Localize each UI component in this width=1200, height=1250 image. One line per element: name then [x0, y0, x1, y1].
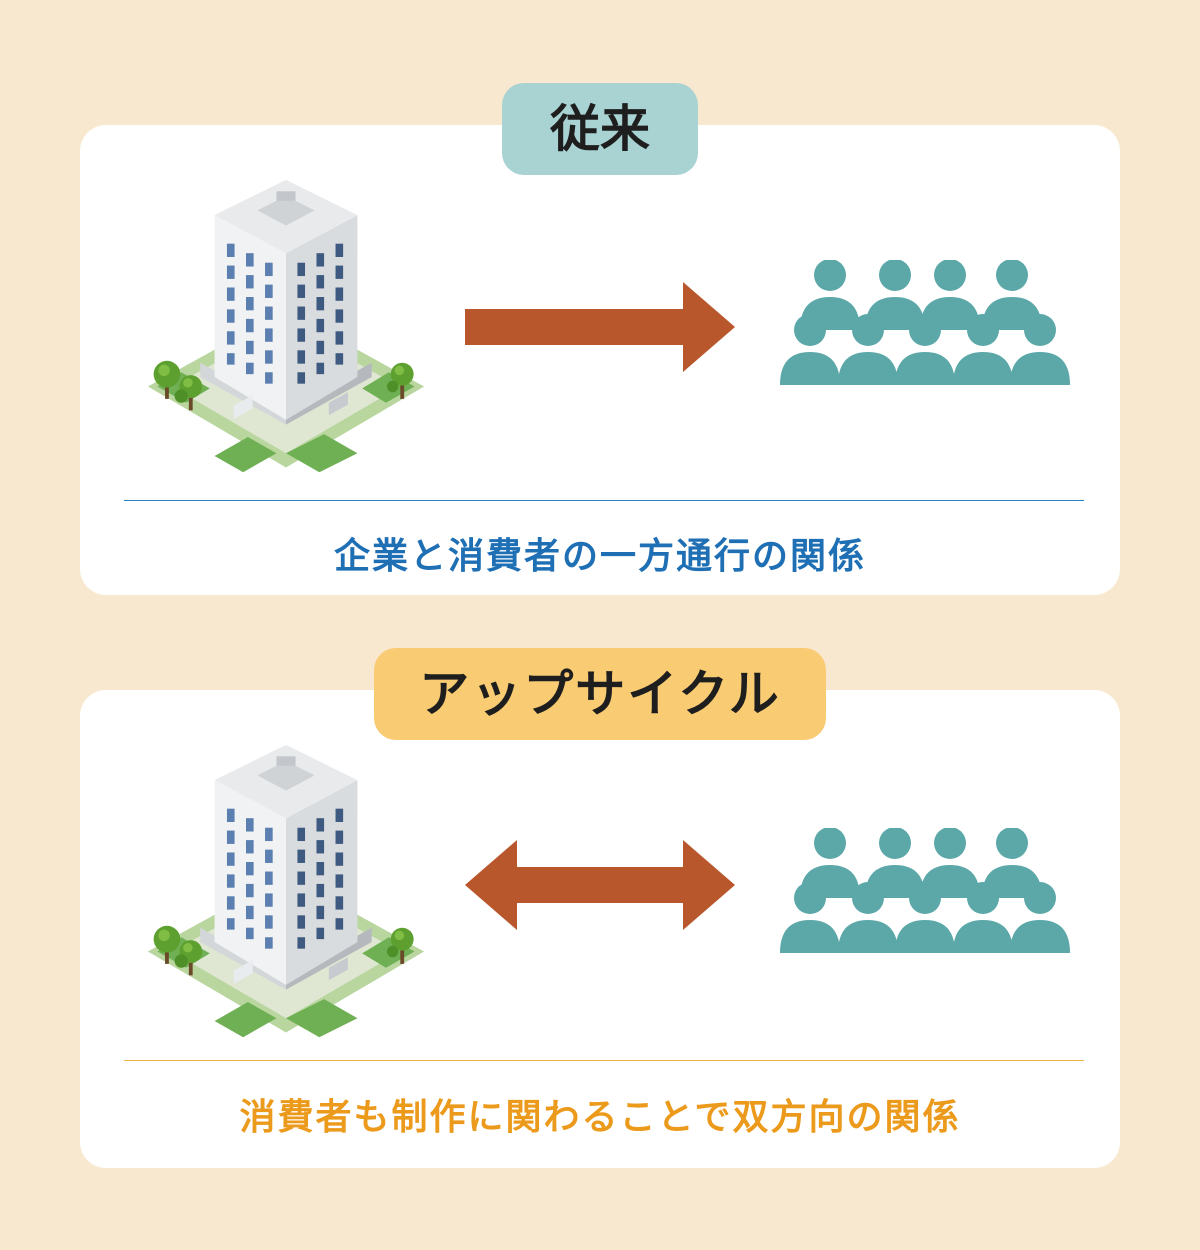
upcycle-panel: アップサイクル 消費者も制作に関わることで双方向の関係: [80, 648, 1120, 1168]
people-group-icon: [780, 260, 1070, 385]
traditional-panel: 従来 企業と消費者の一方通行の関係: [80, 83, 1120, 595]
divider: [124, 1060, 1084, 1061]
office-building-icon: [147, 179, 425, 473]
two-way-arrow-icon: [465, 840, 735, 930]
traditional-caption: 企業と消費者の一方通行の関係: [333, 536, 866, 577]
people-group-icon: [780, 828, 1070, 953]
traditional-title-badge: 従来: [502, 83, 698, 175]
one-way-arrow-icon: [465, 282, 735, 372]
upcycle-caption: 消費者も制作に関わることで双方向の関係: [239, 1097, 961, 1138]
office-building-icon: [147, 744, 425, 1038]
upcycle-title-badge: アップサイクル: [374, 648, 826, 740]
divider: [124, 500, 1084, 501]
